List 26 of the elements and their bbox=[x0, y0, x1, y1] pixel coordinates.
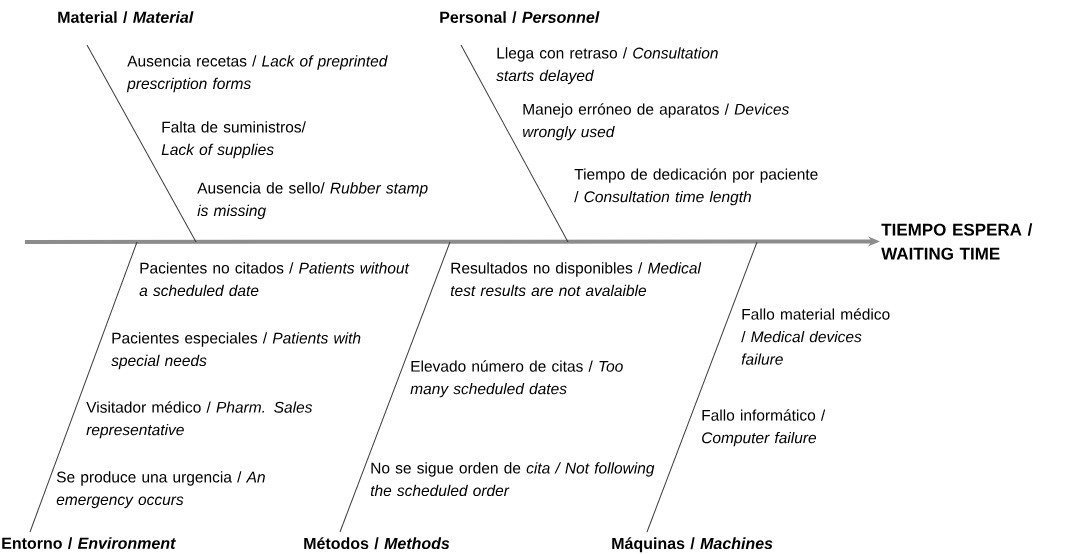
bone-line bbox=[339, 241, 451, 533]
cause-label: Manejo erróneo de aparatos / Devices wrongly used bbox=[523, 103, 789, 141]
cause-label: Ausencia de sello/ Rubber stamp is missing bbox=[197, 182, 428, 220]
effect-label: TIEMPO ESPERA / WAITING TIME bbox=[881, 223, 1033, 260]
bone-line bbox=[646, 241, 758, 533]
bone-line bbox=[460, 44, 569, 243]
cause-label: Pacientes especiales / Patients with special needs bbox=[111, 332, 361, 370]
category-label: Material / Material bbox=[58, 11, 194, 24]
cause-label: Pacientes no citados / Patients without a scheduled date bbox=[139, 262, 410, 297]
cause-label: Resultados no disponibles / Medical test results are not avalaible bbox=[450, 262, 702, 297]
bone-line bbox=[29, 241, 138, 533]
category-label: Métodos / Methods bbox=[304, 537, 450, 550]
cause-label: Elevado número de citas / Too many scheduled dates bbox=[410, 360, 623, 398]
bone-line bbox=[86, 44, 197, 243]
cause-label: Ausencia recetas / Lack of preprinted prescription forms bbox=[126, 55, 388, 93]
cause-label: No se sigue orden de cita / Not following the scheduled order bbox=[370, 462, 655, 497]
cause-label: Llega con retraso / Consultation starts delayed bbox=[496, 47, 718, 85]
cause-label: Visitador médico / Pharm. Sales representative bbox=[86, 401, 313, 439]
cause-label: Tiempo de dedicación por paciente / Consultation time length bbox=[574, 168, 818, 206]
category-label: Personal / Personnel bbox=[440, 11, 600, 24]
cause-label: Se produce una urgencia / An emergency occurs bbox=[56, 471, 265, 509]
cause-label: Falta de suministros/ Lack of supplies bbox=[161, 121, 306, 159]
category-label: Entorno / Environment bbox=[2, 537, 176, 550]
cause-label: Fallo material médico / Medical devices failure bbox=[741, 308, 890, 365]
category-label: Máquinas / Machines bbox=[612, 537, 773, 553]
cause-label: Fallo informático / Computer failure bbox=[702, 409, 826, 447]
